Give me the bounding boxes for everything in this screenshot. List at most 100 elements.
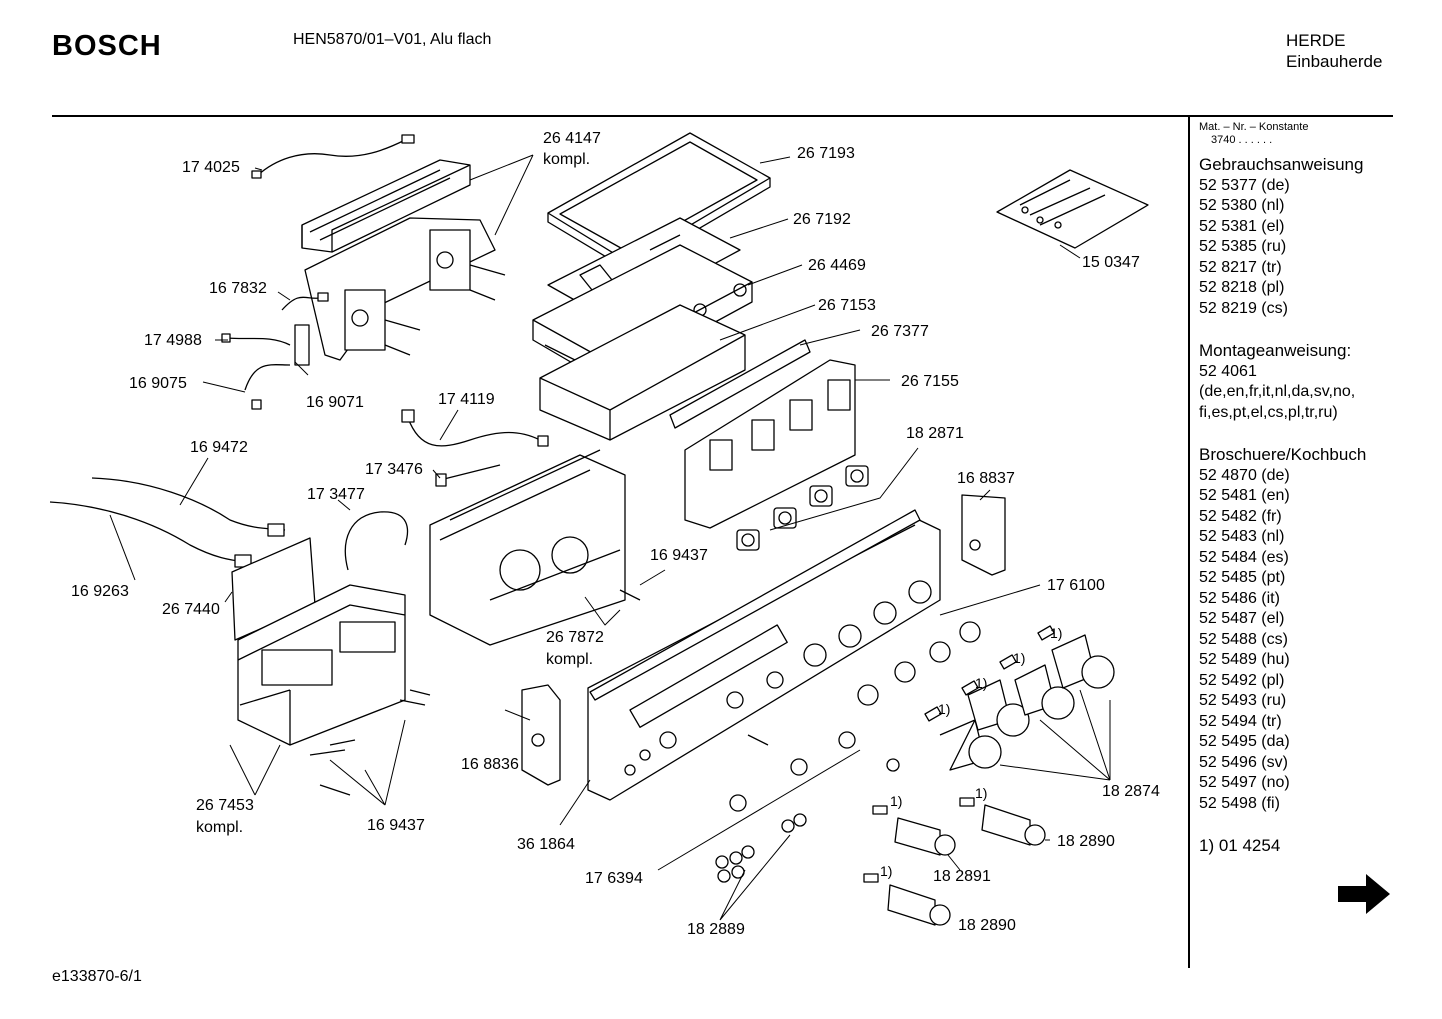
label-182891: 18 2891 xyxy=(933,868,991,885)
bag-150347 xyxy=(996,169,1149,249)
sidebar-part-number: 52 5485 (pt) xyxy=(1199,569,1286,586)
sidebar-part-number: 52 8217 (tr) xyxy=(1199,258,1282,276)
label-168837: 16 8837 xyxy=(957,470,1015,487)
display-module-267155 xyxy=(684,359,856,529)
sidebar-part-number: 52 5494 (tr) xyxy=(1199,712,1282,730)
mat-nr-value: 3740 . . . . . . xyxy=(1211,134,1273,146)
control-unit-267453 xyxy=(237,584,406,746)
control-housing-264147 xyxy=(301,159,506,361)
mat-nr-label: Mat. – Nr. – Konstante xyxy=(1199,121,1309,133)
sidebar-part-number: 52 8219 (cs) xyxy=(1199,299,1288,317)
tray-267153 xyxy=(539,304,746,441)
sidebar-part-number: 52 5377 (de) xyxy=(1199,176,1290,194)
label-174119: 17 4119 xyxy=(438,391,495,408)
panel-trim-361864 xyxy=(589,509,921,701)
label-182889: 18 2889 xyxy=(687,921,745,938)
label-174025: 17 4025 xyxy=(182,159,240,176)
sidebar-part-number: 52 5385 (ru) xyxy=(1199,238,1287,255)
label-267153: 26 7153 xyxy=(818,297,876,314)
arrow-right-icon[interactable] xyxy=(1336,872,1392,916)
sidebar-part-number: 52 5483 (nl) xyxy=(1199,528,1285,545)
sidebar-part-number: 52 5484 (es) xyxy=(1199,548,1289,566)
label-182874: 18 2874 xyxy=(1102,783,1160,800)
label-264147-kompl: kompl. xyxy=(543,151,590,168)
rings-176394 xyxy=(729,621,981,812)
label-267453: 26 7453 xyxy=(196,797,254,814)
parts-sidebar: Mat. – Nr. – Konstante 3740 . . . . . . … xyxy=(1199,121,1399,857)
label-182871: 18 2871 xyxy=(906,425,964,442)
label-267872-kompl: kompl. xyxy=(546,651,593,668)
sidebar-part-number: 52 5493 (ru) xyxy=(1199,692,1287,709)
footnote-marker: 1) xyxy=(975,675,987,691)
label-168836: 16 8836 xyxy=(461,756,519,773)
subcategory-title: Einbauherde xyxy=(1286,52,1383,71)
sidebar-section-title: 1) 01 4254 xyxy=(1199,836,1281,855)
label-169263: 16 9263 xyxy=(71,583,129,600)
label-176394: 17 6394 xyxy=(585,870,643,887)
sidebar-section-title: Gebrauchsanweisung xyxy=(1199,155,1364,174)
label-169472: 16 9472 xyxy=(190,439,248,456)
exploded-parts-diagram: 17 4025 26 4147 kompl. 26 7193 26 7192 2… xyxy=(49,130,1160,938)
bracket-168836 xyxy=(521,684,561,786)
category-title: HERDE xyxy=(1286,31,1346,50)
label-173477: 17 3477 xyxy=(307,486,365,503)
model-title: HEN5870/01–V01, Alu flach xyxy=(293,31,492,48)
sidebar-section-title: Montageanweisung: xyxy=(1199,341,1352,360)
label-267872: 26 7872 xyxy=(546,629,604,646)
footnote-marker: 1) xyxy=(890,793,902,809)
label-176100: 17 6100 xyxy=(1047,577,1105,594)
knobs-182890-182891 xyxy=(863,797,1046,926)
label-169437-a: 16 9437 xyxy=(650,547,708,564)
footnote-marker: 1) xyxy=(938,701,950,717)
sidebar-part-number: 52 4061 xyxy=(1199,362,1257,380)
sidebar-part-number: 52 5495 (da) xyxy=(1199,733,1290,750)
wires-169472-169263 xyxy=(49,477,286,568)
sidebar-part-number: 52 5380 (nl) xyxy=(1199,197,1285,214)
sidebar-part-number: 52 5489 (hu) xyxy=(1199,651,1290,668)
sidebar-part-number: 52 8218 (pl) xyxy=(1199,279,1285,296)
wire-174119 xyxy=(401,409,549,447)
sidebar-part-number: 52 5487 (el) xyxy=(1199,610,1285,627)
label-267453-kompl: kompl. xyxy=(196,819,243,836)
sidebar-part-number: 52 5497 (no) xyxy=(1199,774,1290,791)
wire-harness-174025 xyxy=(251,134,415,179)
footnote-marker: 1) xyxy=(880,863,892,879)
sidebar-part-number: 52 4870 (de) xyxy=(1199,466,1290,484)
sidebar-part-number: 52 5486 (it) xyxy=(1199,589,1280,607)
label-173476: 17 3476 xyxy=(365,461,423,478)
label-167832: 16 7832 xyxy=(209,280,267,297)
label-267440: 26 7440 xyxy=(162,601,220,618)
leader-lines xyxy=(109,154,1111,921)
sidebar-part-number: 52 5381 (el) xyxy=(1199,217,1285,235)
clips-169437 xyxy=(309,589,641,796)
brand-logo: BOSCH xyxy=(52,30,162,62)
sidebar-part-number: 52 5482 (fr) xyxy=(1199,507,1282,525)
footnote-marker: 1) xyxy=(1013,650,1025,666)
sidebar-sections: Gebrauchsanweisung 52 5377 (de) 52 5380 (n… xyxy=(1199,155,1399,857)
label-182890-b: 18 2890 xyxy=(958,917,1016,934)
label-150347: 15 0347 xyxy=(1082,254,1140,271)
label-169075: 16 9075 xyxy=(129,375,187,392)
power-module-267872 xyxy=(429,449,626,646)
sidebar-part-number: 52 5488 (cs) xyxy=(1199,630,1288,648)
sidebar-section-title: Broschuere/Kochbuch xyxy=(1199,445,1367,464)
header-divider xyxy=(52,115,1393,117)
label-267193: 26 7193 xyxy=(797,145,855,162)
label-169071: 16 9071 xyxy=(306,394,364,411)
document-id: e133870-6/1 xyxy=(52,968,142,985)
strip-267377 xyxy=(669,339,811,429)
sidebar-part-number: 52 5498 (fi) xyxy=(1199,794,1280,812)
label-182890-a: 18 2890 xyxy=(1057,833,1115,850)
label-169437-b: 16 9437 xyxy=(367,817,425,834)
sidebar-divider xyxy=(1188,116,1190,968)
sidebar-part-number: fi,es,pt,el,cs,pl,tr,ru) xyxy=(1199,403,1338,421)
label-267192: 26 7192 xyxy=(793,211,851,228)
label-267377: 26 7377 xyxy=(871,323,929,340)
sidebar-part-number: 52 5496 (sv) xyxy=(1199,753,1288,771)
sidebar-part-number: 52 5492 (pl) xyxy=(1199,671,1285,689)
wires-173476-173477 xyxy=(344,464,501,571)
label-267155: 26 7155 xyxy=(901,373,959,390)
buttons-182871 xyxy=(736,465,869,551)
sidebar-part-number: 52 5481 (en) xyxy=(1199,487,1290,504)
control-panel-176100 xyxy=(587,517,941,801)
